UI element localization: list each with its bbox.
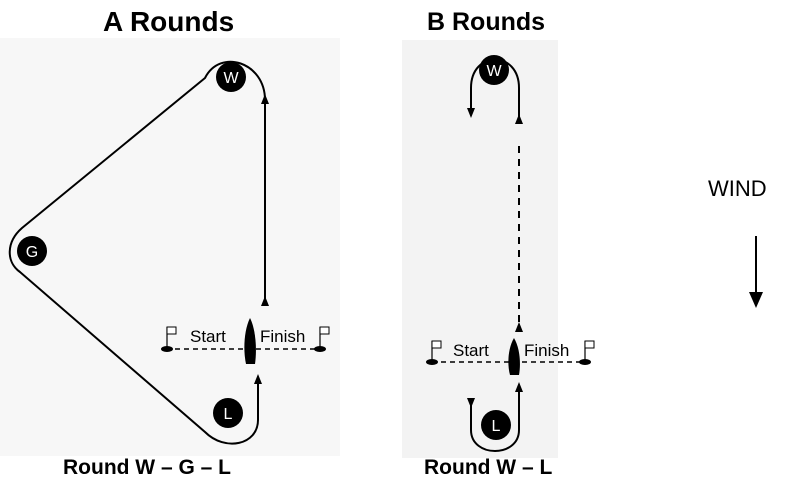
diagram-b: W L Start Finish <box>426 55 595 452</box>
mark-w-a: W <box>216 62 246 92</box>
mark-label: L <box>492 418 501 435</box>
arrow-up-icon <box>261 296 269 306</box>
arrow-up-icon <box>515 114 523 124</box>
diagram-b-background <box>402 40 558 458</box>
arrow-up-icon <box>254 374 262 384</box>
mark-g-a: G <box>17 236 47 266</box>
mark-l-b: L <box>481 410 511 440</box>
flag-icon <box>314 326 330 352</box>
boat-icon <box>244 318 256 364</box>
mark-l-a: L <box>213 398 243 428</box>
arrow-up-icon <box>261 94 269 104</box>
diagram-a-caption: Round W – G – L <box>63 456 231 479</box>
arrow-up-icon <box>515 322 523 332</box>
arrow-down-icon <box>467 398 475 408</box>
start-label: Start <box>190 327 226 346</box>
arrow-down-icon <box>467 108 475 118</box>
finish-label: Finish <box>260 327 305 346</box>
diagram-b-title: B Rounds <box>427 8 546 36</box>
mark-w-b: W <box>479 55 509 85</box>
mark-label: W <box>486 63 502 80</box>
flag-icon <box>426 340 442 365</box>
start-label: Start <box>453 341 489 360</box>
wind-arrow-icon <box>749 236 763 308</box>
mark-label: W <box>223 70 239 87</box>
flag-icon <box>161 326 177 352</box>
course-route-a <box>8 60 266 445</box>
arrow-up-icon <box>515 382 523 392</box>
wind-label: WIND <box>708 176 767 201</box>
diagram-a-title: A Rounds <box>103 6 235 37</box>
finish-label: Finish <box>524 341 569 360</box>
mark-label: L <box>224 406 233 423</box>
diagram-a: W G L Start Finish <box>8 60 330 445</box>
mark-label: G <box>26 244 38 261</box>
diagram-b-caption: Round W – L <box>424 456 553 479</box>
flag-icon <box>579 340 595 365</box>
course-route-b-bottom <box>470 388 520 452</box>
boat-icon <box>508 338 520 375</box>
